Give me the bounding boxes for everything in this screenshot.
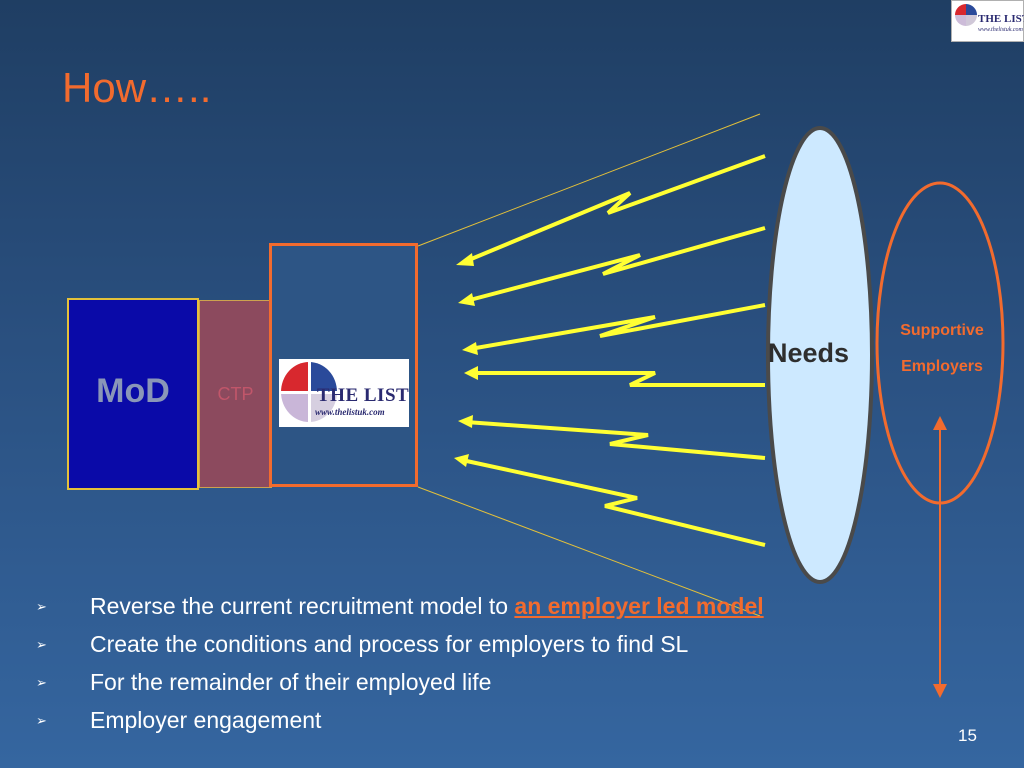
bullet-arrow-icon: ➢ [36,675,47,690]
supportive-label-line1: Supportive [900,322,984,339]
the-list-logo-corner: THE LIST www.thelistuk.com [951,0,1024,42]
mod-box: MoD [67,298,199,490]
mod-label: MoD [96,372,170,410]
bullet-item: ➢ Employer engagement [36,703,764,741]
lightning-arrow [472,371,765,387]
bullet-list: ➢ Reverse the current recruitment model t… [36,589,764,741]
needs-ellipse [766,126,874,584]
the-list-box: THE LIST www.thelistuk.com [269,243,418,487]
emblem-divider-h [279,391,341,394]
bullet-text: Reverse the current recruitment model to [90,593,515,619]
ctp-label: CTP [217,384,254,404]
funnel-line-bottom [417,486,761,617]
lightning-arrow [469,303,766,351]
funnel-line-top [417,113,761,247]
bullet-arrow-icon: ➢ [36,637,47,652]
bullet-item: ➢ Create the conditions and process for e… [36,627,764,665]
double-arrow-head-bottom [933,684,947,698]
arrow-head [462,342,478,355]
supportive-label-line2: Employers [901,358,983,375]
lightning-arrow [465,420,766,460]
the-list-emblem-icon [955,4,977,26]
arrow-head [464,366,478,380]
bullet-item: ➢ Reverse the current recruitment model t… [36,589,764,627]
bullet-text: Create the conditions and process for em… [90,631,689,657]
double-arrow-head-top [933,416,947,430]
bullet-item: ➢ For the remainder of their employed lif… [36,665,764,703]
arrow-head [456,253,474,266]
double-headed-arrow [933,416,947,698]
bullet-arrow-icon: ➢ [36,713,47,728]
bullet-highlight: an employer led model [514,593,764,619]
the-list-logo: THE LIST www.thelistuk.com [279,359,409,427]
corner-logo-url: www.thelistuk.com [978,27,1023,33]
lightning-arrow [465,226,766,303]
page-number: 15 [958,726,977,745]
arrow-head [458,415,473,428]
supportive-employers-label: Supportive Employers [880,313,1004,385]
list-logo-url: www.thelistuk.com [315,407,385,417]
corner-logo-name: THE LIST [978,13,1024,25]
lightning-arrow [461,458,766,547]
bullet-arrow-icon: ➢ [36,599,47,614]
arrow-head [458,293,475,306]
slide-title: How….. [62,64,212,111]
needs-label: Needs [768,338,850,368]
bullet-text: For the remainder of their employed life [90,669,492,695]
list-logo-name: THE LIST [317,385,410,406]
ctp-box: CTP [199,300,272,488]
lightning-arrows [454,154,766,547]
bullet-text: Employer engagement [90,707,322,733]
arrow-head [454,454,469,467]
lightning-arrow [463,154,766,264]
